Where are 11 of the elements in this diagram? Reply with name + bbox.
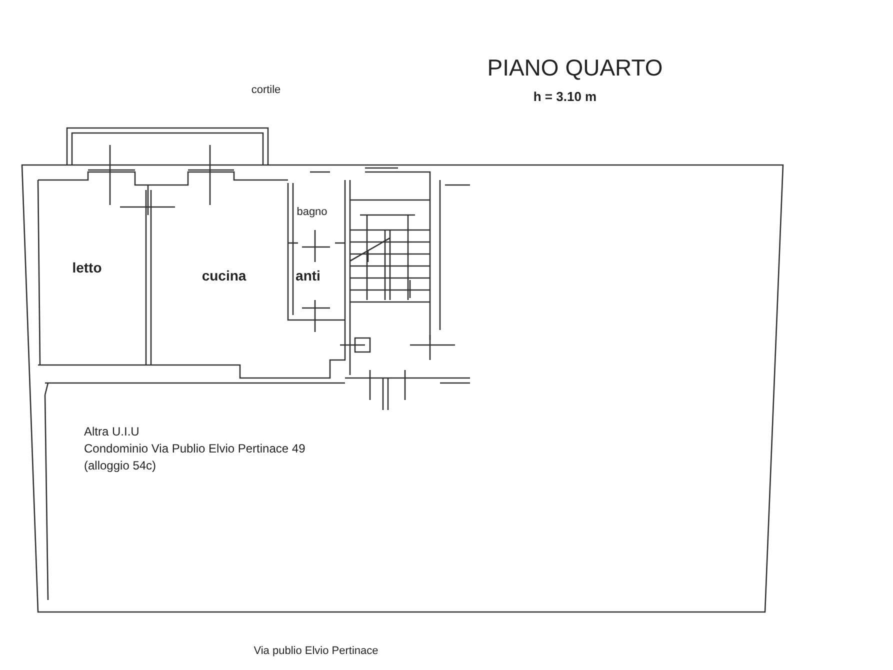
ceiling-height-note: h = 3.10 m: [533, 90, 597, 104]
unit-note: (alloggio 54c): [84, 459, 156, 473]
room-label: letto: [72, 260, 102, 276]
room-label: cucina: [202, 268, 246, 284]
unit-note: Condominio Via Publio Elvio Pertinace 49: [84, 442, 306, 456]
unit-note: Altra U.I.U: [84, 425, 140, 439]
room-label: anti: [296, 268, 320, 284]
room-label: bagno: [296, 206, 328, 218]
plan-title: PIANO QUARTO: [487, 55, 663, 81]
area-label: cortile: [251, 84, 281, 96]
street-label: Via publio Elvio Pertinace: [254, 644, 378, 658]
